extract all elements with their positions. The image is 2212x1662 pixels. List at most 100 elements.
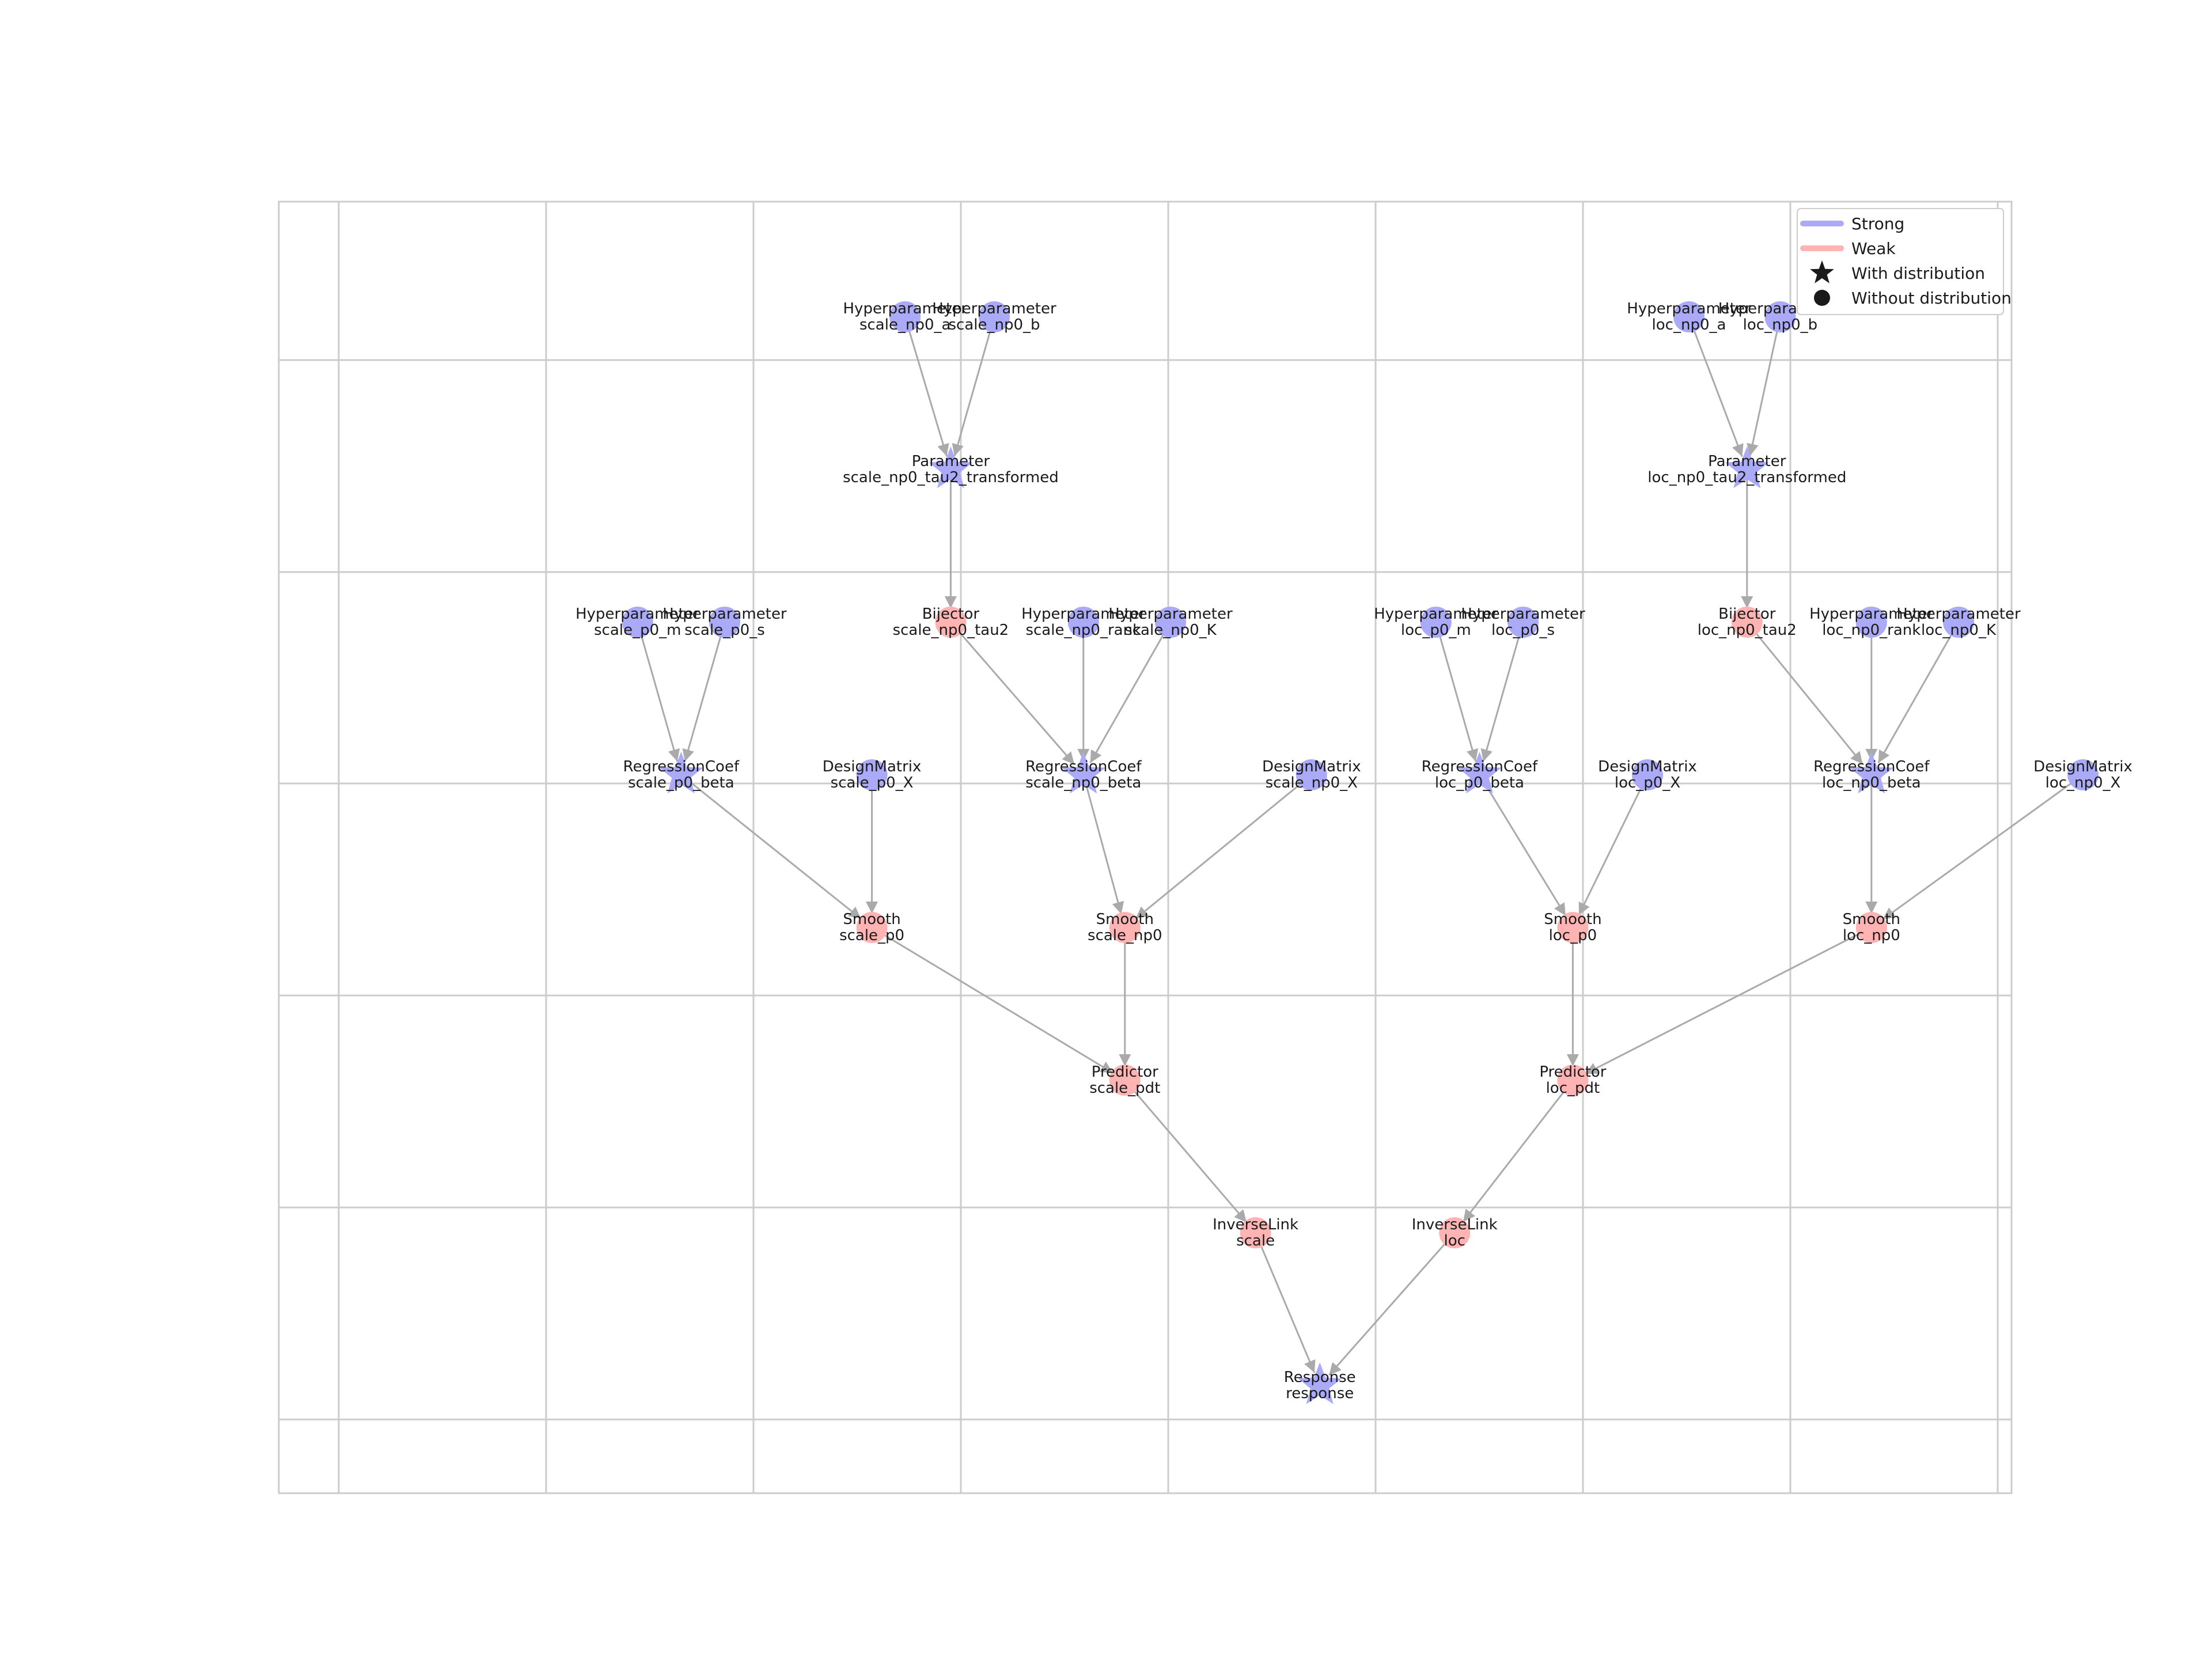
edge-scale_np0_X-to-scale_np0: [1135, 776, 1310, 919]
node-name-label: loc_np0_rank: [1822, 622, 1921, 639]
node-name-label: scale_np0_beta: [1025, 774, 1141, 792]
node-type-label: Parameter: [1708, 453, 1786, 470]
edge-loc_np0_K-to-loc_np0_beta: [1877, 624, 1958, 763]
edge-loc_np0_b-to-loc_np0_tau2_transformed: [1747, 320, 1781, 456]
node-type-label: Bijector: [1718, 605, 1776, 623]
node-name-label: scale_np0_tau2_transformed: [843, 469, 1059, 486]
node-name-label: loc_np0_b: [1743, 316, 1817, 334]
node-type-label: Bijector: [922, 605, 980, 623]
legend-without-distribution-label: Without distribution: [1851, 289, 2012, 308]
legend-box: [1797, 208, 2004, 315]
node-name-label: loc_p0_beta: [1435, 774, 1524, 792]
edge-scale_pdt-to-scale: [1126, 1082, 1248, 1223]
legend-with-distribution-label: With distribution: [1851, 264, 1985, 283]
edge-scale_p0-to-scale_pdt: [874, 928, 1114, 1074]
edge-loc_np0-to-loc_pdt: [1585, 928, 1869, 1075]
edge-scale_np0_beta-to-scale_np0: [1083, 778, 1124, 915]
node-circle-marker: [1632, 759, 1663, 790]
node-type-label: Hyperparameter: [1896, 605, 2021, 623]
node-name-label: loc_np0_beta: [1822, 774, 1921, 792]
node-type-label: RegressionCoef: [1422, 758, 1538, 775]
node-name-label: scale_np0_rank: [1025, 622, 1141, 639]
node-circle-marker: [1420, 607, 1452, 638]
node-type-label: InverseLink: [1213, 1216, 1298, 1233]
node-circle-marker: [1296, 759, 1327, 790]
node-circle-marker: [856, 759, 888, 790]
node-type-label: Predictor: [1539, 1063, 1606, 1081]
legend: Strong Weak With distribution Without di…: [1797, 208, 2012, 315]
node-circle-marker: [935, 607, 967, 638]
node-circle-marker: [979, 301, 1010, 332]
node-name-label: scale: [1236, 1232, 1275, 1250]
edge-scale_p0_s-to-scale_p0_beta: [682, 625, 725, 762]
node-name-label: loc_p0_X: [1615, 774, 1680, 792]
node-type-label: Hyperparameter: [1461, 605, 1585, 623]
node-name-label: loc_p0_s: [1491, 622, 1555, 639]
edge-loc_p0_X-to-loc_p0: [1578, 777, 1647, 916]
node-name-label: scale_p0_X: [831, 774, 914, 792]
node-star-marker: [1725, 446, 1769, 489]
node-circle-marker: [1557, 912, 1589, 943]
edge-scale_p0_m-to-scale_p0_beta: [637, 625, 680, 762]
node-name-label: scale_np0_tau2: [893, 622, 1009, 639]
node-type-label: Hyperparameter: [1374, 605, 1498, 623]
node-type-label: Hyperparameter: [662, 605, 787, 623]
node-star-marker: [1061, 752, 1105, 794]
node-star-marker: [659, 752, 703, 794]
node-circle-marker: [1109, 912, 1141, 943]
node-circle-marker: [1155, 607, 1186, 638]
grid-lines: [279, 202, 2012, 1493]
node-star-marker: [1298, 1362, 1342, 1404]
node-type-label: Hyperparameter: [575, 605, 700, 623]
node-circle-marker: [1109, 1065, 1141, 1096]
node-circle-marker: [1240, 1217, 1271, 1248]
node-name-label: loc_np0_a: [1652, 316, 1726, 334]
edge-loc_np0_a-to-loc_np0_tau2_transformed: [1689, 320, 1744, 457]
node-type-label: RegressionCoef: [623, 758, 740, 775]
edge-scale_np0_a-to-scale_np0_tau2_transformed: [905, 320, 949, 457]
node-circle-marker: [1508, 607, 1539, 638]
node-type-label: DesignMatrix: [2033, 758, 2133, 775]
nodes: Hyperparameterscale_np0_aHyperparameters…: [575, 300, 2133, 1404]
node-type-label: Response: [1284, 1369, 1356, 1386]
edge-loc_p0_beta-to-loc_p0: [1480, 777, 1567, 917]
plot-frame: [278, 200, 2013, 1494]
edge-scale_p0_beta-to-scale_p0: [683, 776, 862, 920]
node-star-marker: [1849, 752, 1893, 794]
node-name-label: scale_p0_s: [684, 622, 765, 639]
node-type-label: Smooth: [843, 911, 900, 928]
